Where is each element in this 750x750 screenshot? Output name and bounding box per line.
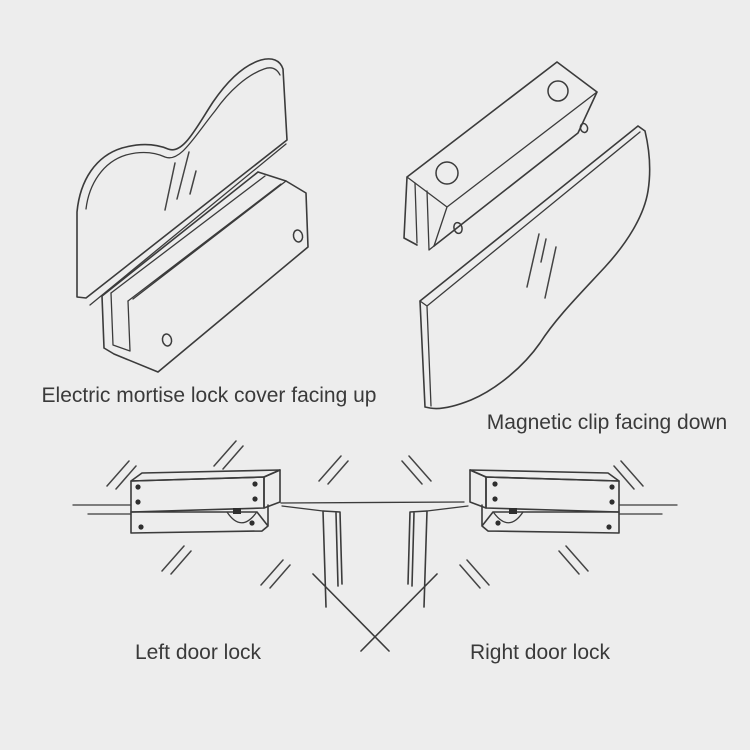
caption-right-door-lock: Right door lock bbox=[470, 641, 611, 664]
lock-box-front-face bbox=[485, 476, 620, 513]
left-door-lock-figure bbox=[130, 469, 343, 608]
glass-outline bbox=[419, 125, 651, 410]
glass-panel-icon bbox=[419, 125, 651, 410]
magnetic-clip-assembly bbox=[403, 61, 651, 410]
screw-icon bbox=[609, 499, 615, 505]
door-installation-diagram bbox=[72, 440, 678, 652]
latch-arc-icon bbox=[226, 511, 257, 524]
screw-icon bbox=[495, 520, 501, 526]
screw-icon bbox=[252, 481, 258, 487]
electric-mortise-lock-assembly bbox=[76, 58, 309, 373]
door-gap-pointer-v bbox=[312, 573, 438, 652]
glass-reflection-icon bbox=[526, 233, 557, 299]
screw-icon bbox=[138, 524, 144, 530]
lock-box-front-face bbox=[130, 476, 265, 513]
screw-hole-icon bbox=[579, 122, 589, 134]
glass-edge-lines bbox=[72, 501, 678, 515]
latch-bolt-icon bbox=[509, 508, 517, 514]
glass-thickness-bottom-line bbox=[89, 143, 287, 306]
screw-hole-icon bbox=[161, 333, 173, 347]
screw-icon bbox=[609, 484, 615, 490]
mounting-hole-icon bbox=[435, 161, 459, 185]
screw-icon bbox=[135, 484, 141, 490]
screw-icon bbox=[135, 499, 141, 505]
screw-icon bbox=[252, 496, 258, 502]
screw-icon bbox=[492, 496, 498, 502]
clamp-bar bbox=[130, 504, 269, 534]
lock-body-icon bbox=[101, 171, 309, 373]
glass-thickness-lines bbox=[419, 131, 641, 407]
latch-arc-icon bbox=[493, 511, 524, 524]
screw-icon bbox=[606, 524, 612, 530]
clip-edges bbox=[406, 91, 598, 247]
lock-box-side-face bbox=[263, 469, 281, 509]
caption-electric-mortise-lock: Electric mortise lock cover facing up bbox=[42, 384, 377, 407]
glass-reflection-icon bbox=[164, 151, 197, 211]
screw-icon bbox=[492, 481, 498, 487]
magnetic-clip-icon bbox=[403, 61, 598, 251]
caption-left-door-lock: Left door lock bbox=[135, 641, 262, 664]
glass-thickness-top-line bbox=[85, 67, 281, 210]
right-door-lock-figure bbox=[407, 469, 620, 608]
mounting-hole-icon bbox=[547, 80, 569, 102]
glass-panel-icon bbox=[76, 58, 288, 299]
screw-hole-icon bbox=[292, 229, 304, 243]
glass-reflection-marks bbox=[106, 440, 644, 589]
door-stile bbox=[322, 510, 343, 608]
door-stile bbox=[407, 510, 428, 608]
lock-body-groove-lines bbox=[110, 175, 287, 302]
screw-icon bbox=[249, 520, 255, 526]
clip-u-bracket bbox=[414, 182, 435, 251]
lock-box-side-face bbox=[469, 469, 487, 509]
clamp-bar bbox=[481, 504, 620, 534]
caption-magnetic-clip: Magnetic clip facing down bbox=[487, 411, 727, 434]
screw-hole-icon bbox=[453, 221, 463, 235]
lock-body-u-notch bbox=[110, 292, 131, 352]
lock-body-outline bbox=[101, 171, 309, 373]
latch-bolt-icon bbox=[233, 508, 241, 514]
